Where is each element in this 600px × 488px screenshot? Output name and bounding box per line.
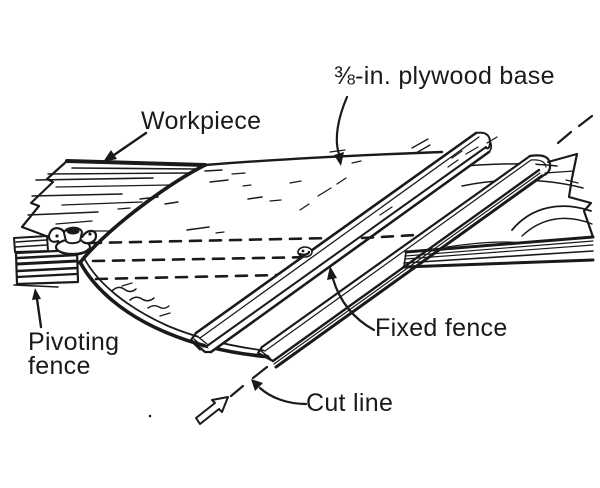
workpiece-arrow-icon xyxy=(103,131,148,162)
fixed-fence-bar-drawing xyxy=(189,131,493,354)
feed-direction-arrow-icon xyxy=(195,396,229,425)
workpiece-drawing xyxy=(20,159,207,265)
pivoting-fence-drawing xyxy=(13,235,80,288)
workpiece-label: Workpiece xyxy=(141,107,262,135)
fixed-fence-label: Fixed fence xyxy=(375,314,508,342)
pivoting-fence-label: Pivoting fence xyxy=(28,328,120,380)
cut-line-dashes xyxy=(148,114,594,418)
base-curved-edge xyxy=(78,257,274,359)
screw-hole xyxy=(297,246,313,258)
wing-nut-drawing xyxy=(47,226,98,256)
pivoting-fence-label-line2: fence xyxy=(28,352,91,380)
pivoting-fence-arrow-icon xyxy=(32,288,43,329)
plywood-edge-band xyxy=(402,235,595,269)
pivoting-fence-label-line1: Pivoting xyxy=(28,328,120,356)
cut-line-label: Cut line xyxy=(306,389,394,417)
fixed-fence-arrow-icon xyxy=(327,266,376,332)
fixed-fence-board-drawing xyxy=(256,136,552,369)
pivot-position-dashed-lines xyxy=(88,236,335,281)
plywood-base-label: ⅜-in. plywood base xyxy=(334,62,555,90)
pivot-line-gap-dashes xyxy=(360,233,419,240)
plywood-base-arrow-icon xyxy=(334,95,349,166)
cut-line-arrow-icon xyxy=(251,379,308,406)
